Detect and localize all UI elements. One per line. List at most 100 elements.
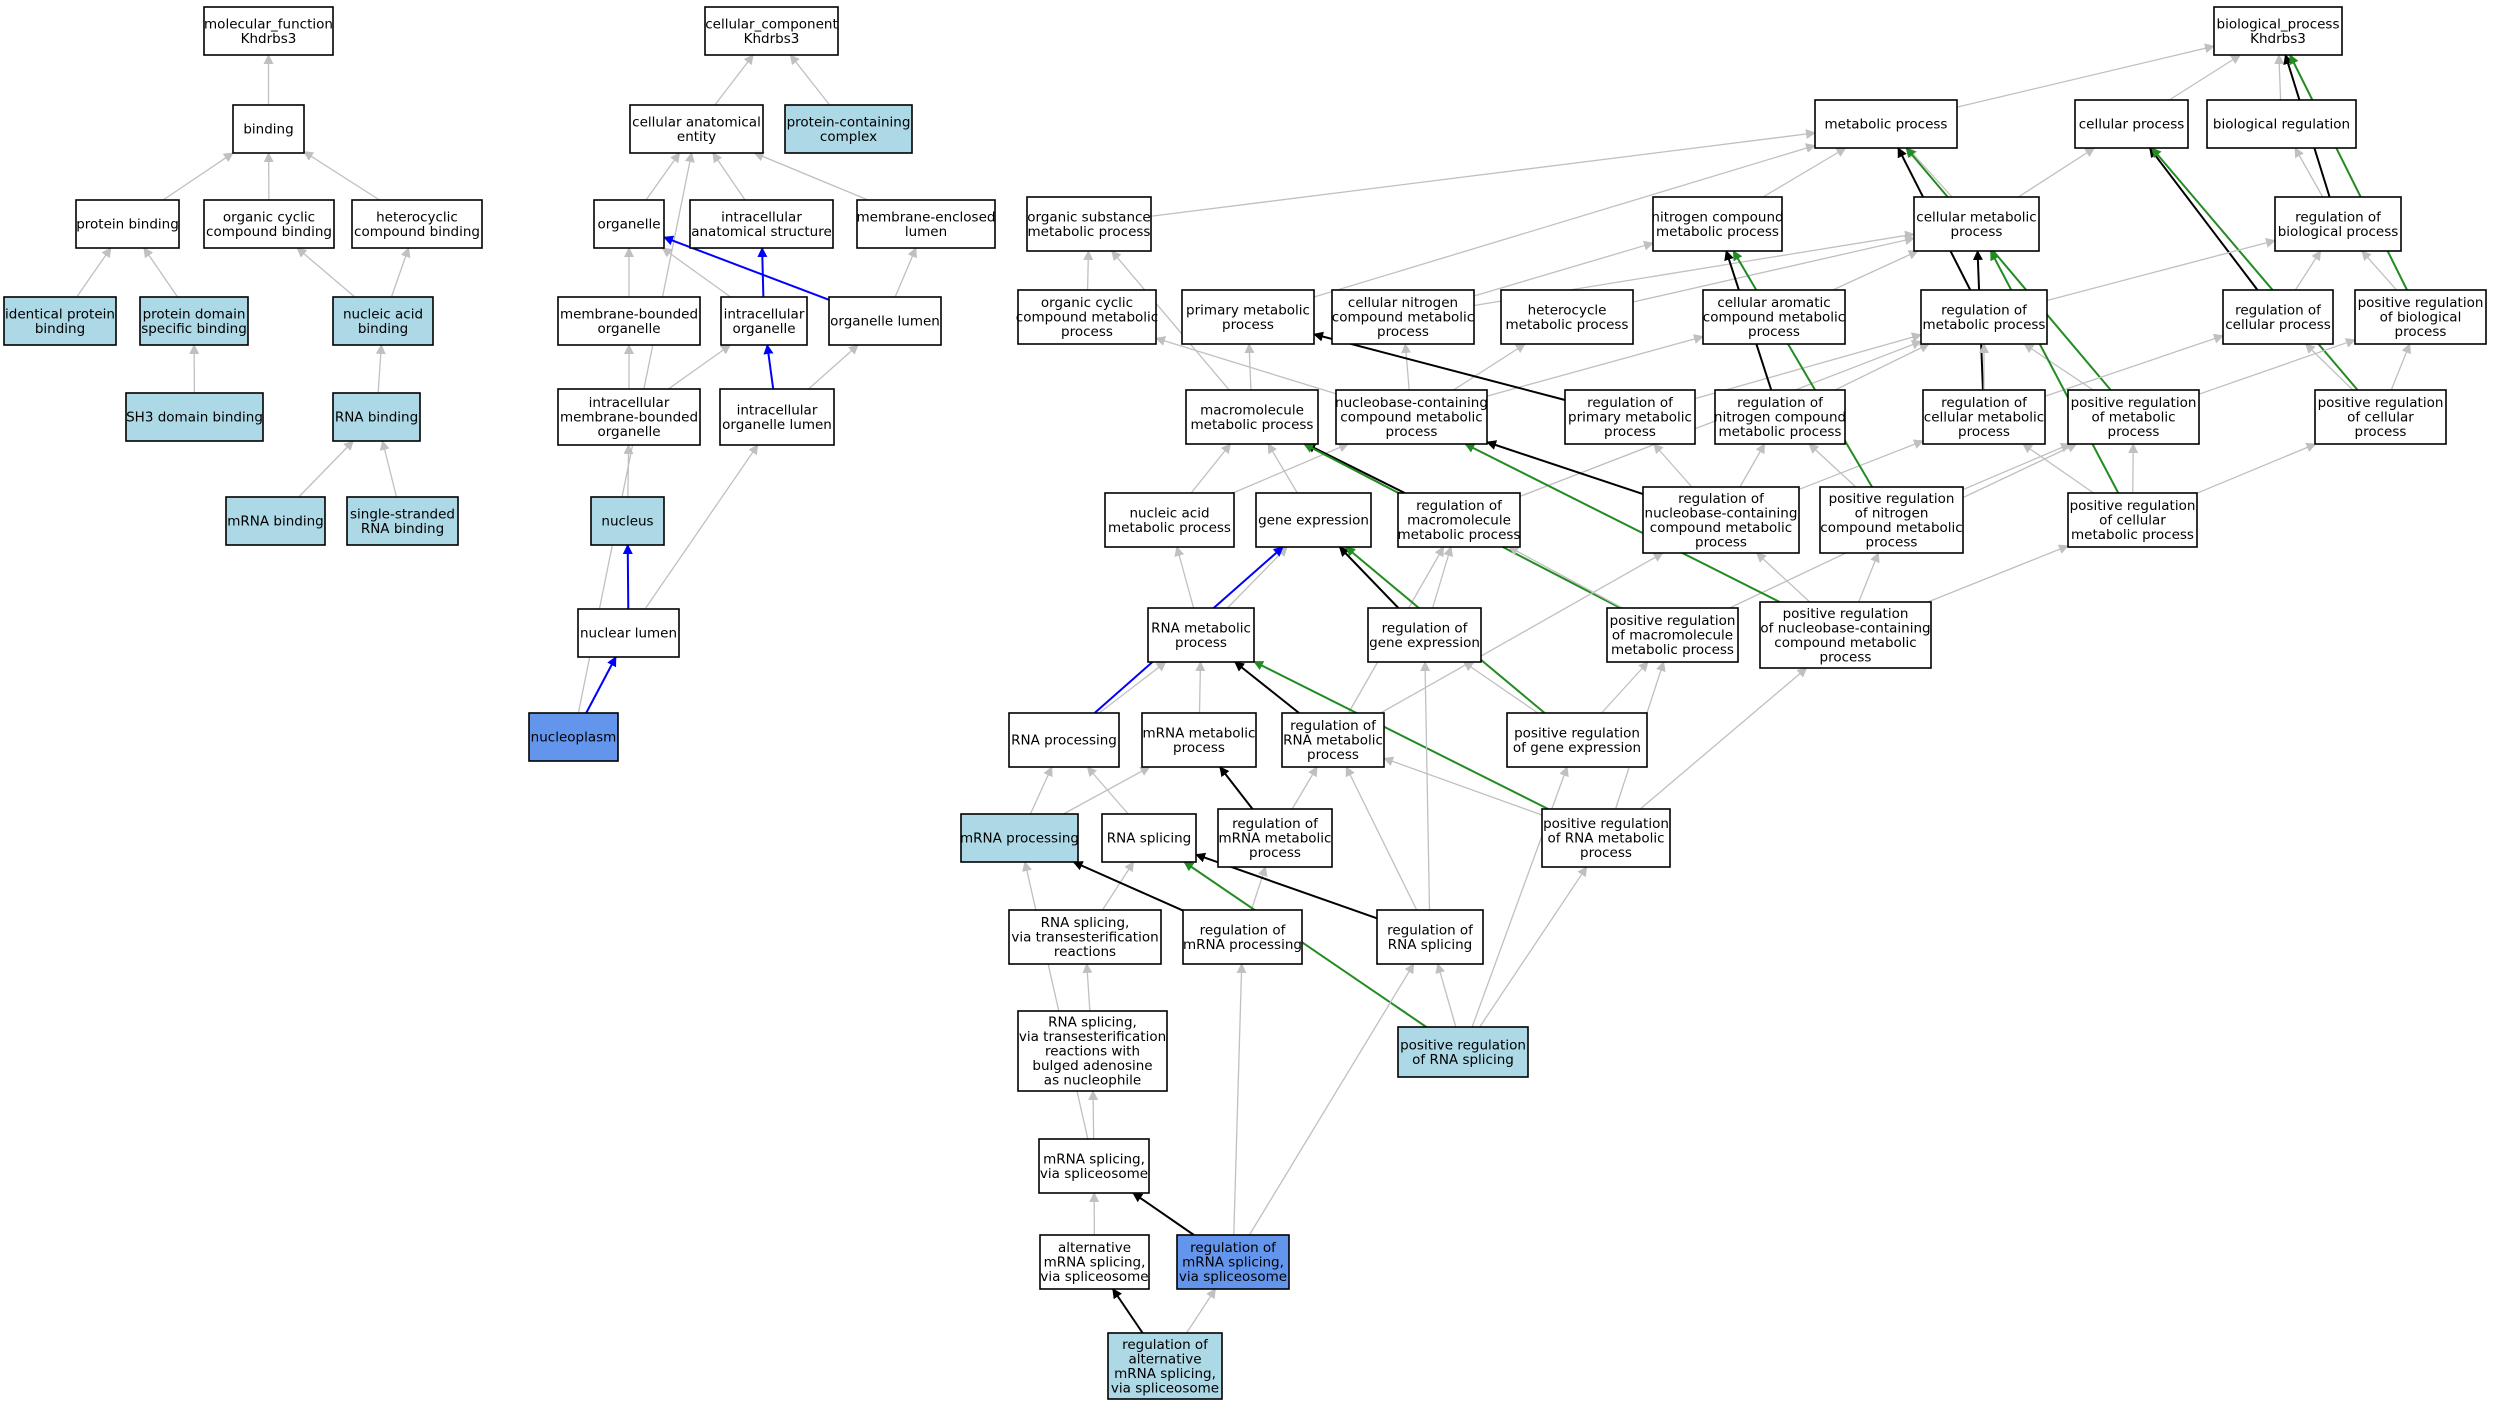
go-term-label: nucleic acid — [343, 306, 423, 322]
go-term-label: of nucleobase-containing — [1760, 620, 1930, 636]
go-term-label: regulation of — [1382, 620, 1469, 636]
go-term-biological-regulation[interactable]: biological regulation — [2206, 99, 2357, 149]
go-term-box — [1141, 712, 1257, 768]
go-term-metabolic-process[interactable]: metabolic process — [1814, 99, 1958, 149]
edge-part-of-nuclear_lumen-to-nucleus — [622, 544, 633, 610]
go-term-rna-processing[interactable]: RNA processing — [1008, 712, 1120, 768]
go-term-nuclear-lumen[interactable]: nuclear lumen — [577, 608, 680, 658]
go-term-rna-splicing-transester[interactable]: RNA splicing,via transesterificationreac… — [1008, 909, 1162, 965]
go-term-binding[interactable]: binding — [232, 104, 305, 154]
edge-is-a-heterocycle_mp-to-cellular_mp — [1632, 235, 1915, 303]
go-term-mrna-binding[interactable]: mRNA binding — [225, 496, 326, 546]
go-term-box — [225, 496, 326, 546]
go-term-rna-splicing[interactable]: RNA splicing — [1101, 813, 1197, 863]
go-term-mrna-splicing-spliceosome[interactable]: mRNA splicing,via spliceosome — [1038, 1138, 1150, 1194]
go-term-sh3-binding[interactable]: SH3 domain binding — [125, 392, 264, 442]
go-term-nucleoplasm[interactable]: nucleoplasm — [528, 712, 619, 762]
edge-is-a-cell_anat_entity-to-cc_root — [714, 54, 754, 106]
go-term-organelle[interactable]: organelle — [593, 199, 665, 249]
go-term-reg-nucleobase-cmp[interactable]: regulation ofnucleobase-containingcompou… — [1642, 486, 1800, 554]
go-term-mrna-processing[interactable]: mRNA processing — [960, 813, 1079, 863]
go-term-protein-binding[interactable]: protein binding — [75, 199, 180, 249]
go-term-label: of macromolecule — [1612, 628, 1733, 644]
go-term-box — [125, 392, 264, 442]
edge-is-a-pos_reg_mp-to-reg_metabolic_process — [2023, 343, 2094, 391]
go-term-rna-splicing-bulged[interactable]: RNA splicing,via transesterificationreac… — [1017, 1010, 1168, 1092]
go-term-label: process — [1951, 224, 2003, 240]
go-term-cellular-process[interactable]: cellular process — [2074, 99, 2189, 149]
go-term-label: metabolic process — [1028, 224, 1151, 240]
edge-is-a-reg_mrna_splicing_spliceosome-to-reg_mrna_processing — [1233, 963, 1247, 1236]
go-term-box — [1039, 1234, 1150, 1290]
go-term-box — [1500, 289, 1634, 345]
go-term-rna-binding[interactable]: RNA binding — [332, 392, 421, 442]
go-term-label: regulation of — [1122, 1337, 1209, 1353]
go-term-label: compound binding — [354, 224, 480, 240]
go-term-box — [1181, 289, 1315, 345]
go-term-label: metabolic process — [1611, 642, 1734, 658]
edge-is-a-organelle-to-cell_anat_entity — [645, 152, 681, 201]
go-term-box — [1331, 289, 1475, 345]
go-term-box — [1759, 601, 1932, 669]
go-term-gene-expression[interactable]: gene expression — [1255, 492, 1372, 548]
go-term-organelle-lumen[interactable]: organelle lumen — [828, 296, 942, 346]
go-term-nucleus[interactable]: nucleus — [590, 496, 665, 546]
go-term-label: intracellular — [589, 395, 670, 411]
